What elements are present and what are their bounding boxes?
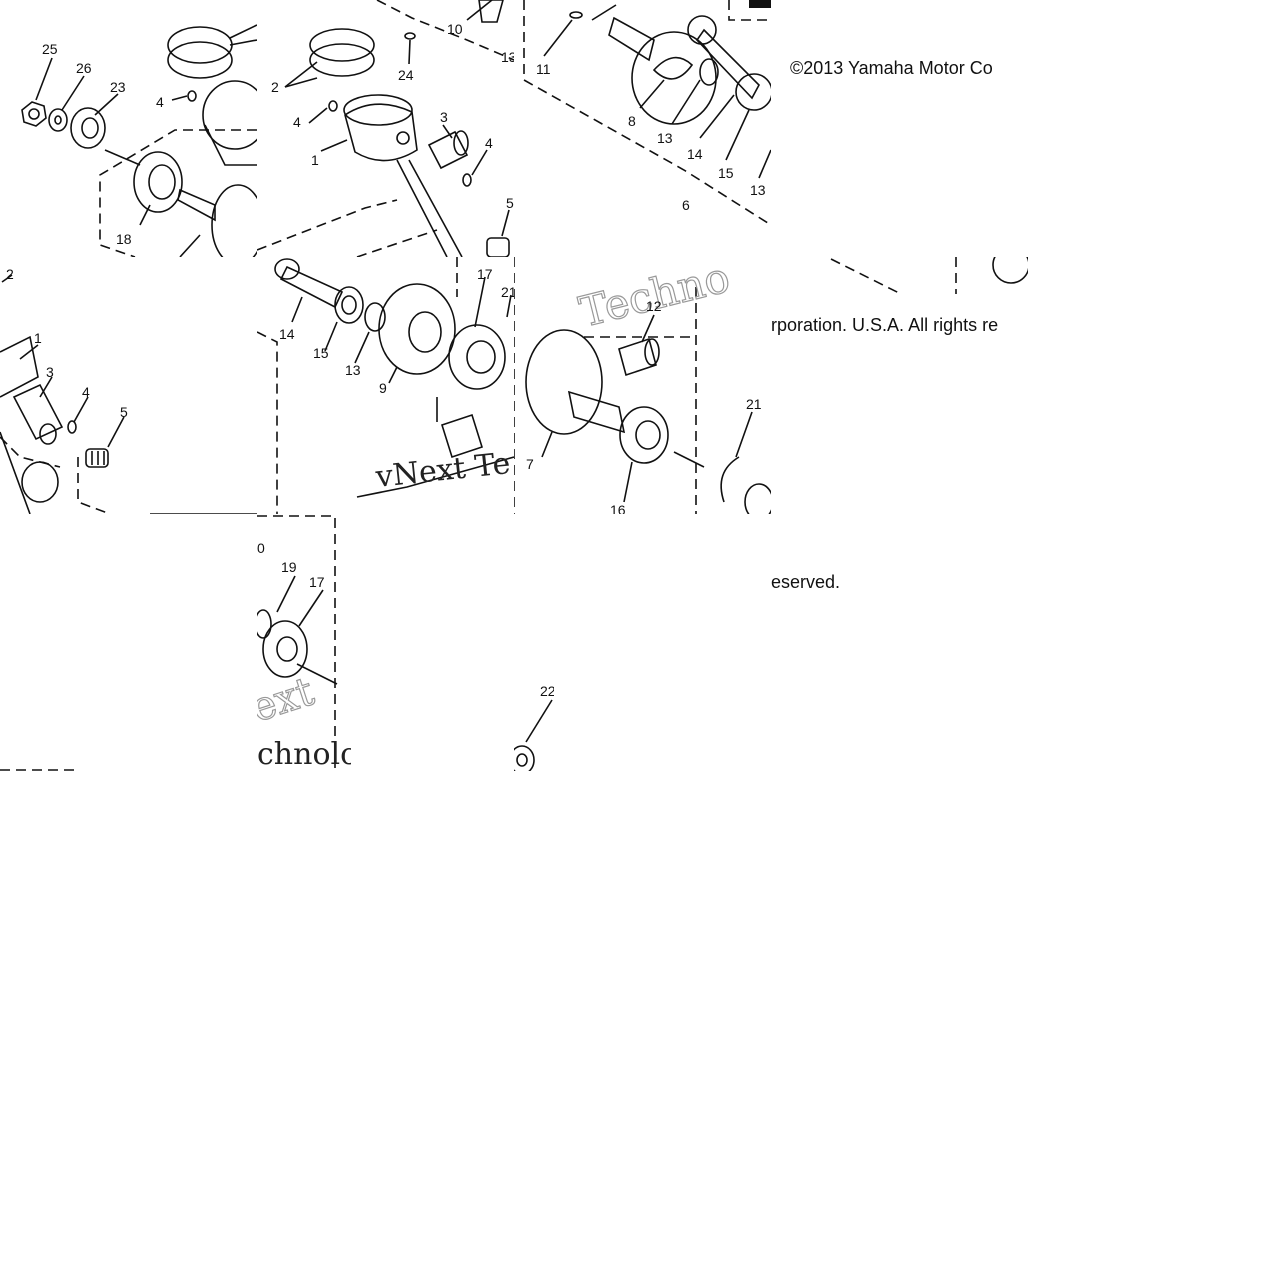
dashed-edge [0,769,80,771]
tile-bottom-left: ext chnolo 0 19 17 [257,514,351,771]
svg-text:15: 15 [313,345,329,361]
svg-text:4: 4 [156,94,164,110]
svg-text:0: 0 [257,540,265,556]
svg-text:26: 26 [76,60,92,76]
needle-bearing-icon [334,286,364,324]
tile-middle-right: Techno 12 7 16 21 [514,257,771,514]
svg-text:2: 2 [6,266,14,282]
circlip-icon [720,456,740,503]
copyright-line-1: ©2013 Yamaha Motor Co [790,58,993,78]
copyright-line-2: rporation. U.S.A. All rights re [771,315,999,335]
svg-text:3: 3 [440,109,448,125]
bearing-icon [133,151,183,213]
svg-text:22: 22 [540,683,554,699]
svg-text:1: 1 [311,152,319,168]
tile-top-right-drawing: 11 8 13 14 15 13 6 [523,0,771,226]
tile-part-22: 22 [514,680,554,771]
svg-text:6: 6 [682,197,690,213]
watermark-text-2: vNext Te [373,446,512,495]
svg-text:12: 12 [646,298,662,314]
tile-center-drawing: vNext Te 14 15 13 9 17 21 [257,257,514,514]
piston-pin-icon [427,130,469,170]
svg-text:19: 19 [281,559,297,575]
connecting-rod-icon [274,258,344,309]
svg-text:4: 4 [485,135,493,151]
svg-text:13: 13 [657,130,673,146]
svg-text:4: 4 [293,114,301,130]
tile-right-strip [771,257,1028,294]
svg-text:13: 13 [750,182,766,198]
piston-pin-icon [12,383,64,445]
svg-text:13: 13 [345,362,361,378]
tile-middle-left-drawing: 2 1 3 4 5 [0,266,257,514]
svg-text:17: 17 [477,266,493,282]
svg-text:4: 4 [82,384,90,400]
svg-text:15: 15 [718,165,734,181]
tile-right-strip-drawing [830,257,1028,294]
nut-icon [21,101,47,127]
tile-top-middle-drawing: 2 24 10 4 1 3 4 5 13 [257,0,514,257]
copyright-line-3: eserved. [771,572,841,592]
tile-center: vNext Te 14 15 13 9 17 21 [257,257,514,514]
crank-pin-icon [618,337,660,377]
tile-bottom-left-drawing: ext chnolo 0 19 17 [257,515,351,771]
crank-web-icon [525,329,626,435]
oil-seal-icon [70,107,106,149]
svg-text:10: 10 [447,21,463,37]
svg-text:23: 23 [110,79,126,95]
watermark-text-3: ext [257,669,319,732]
svg-text:11: 11 [536,61,551,77]
piston-icon [202,80,257,166]
svg-text:7: 7 [526,456,534,472]
crank-web-icon [608,16,717,125]
tile-top-middle: 2 24 10 4 1 3 4 5 13 [257,0,514,257]
svg-text:14: 14 [279,326,295,342]
svg-text:5: 5 [120,404,128,420]
svg-text:21: 21 [746,396,762,412]
spacer-icon [514,745,535,771]
bearing-icon [448,324,506,390]
tile-top-right: 11 8 13 14 15 13 6 [514,0,771,257]
crank-web-icon [378,283,456,375]
needle-cage-icon [85,448,109,468]
watermark-text-4: chnolo [257,737,351,771]
piston-icon [343,94,418,162]
svg-text:1: 1 [34,330,42,346]
svg-text:25: 25 [42,41,58,57]
pin-icon [441,413,483,459]
svg-text:8: 8 [628,113,636,129]
svg-text:2: 2 [271,79,279,95]
svg-text:3: 3 [46,364,54,380]
connecting-rod-icon [687,15,771,111]
svg-text:18: 18 [116,231,132,247]
svg-text:24: 24 [398,67,414,83]
svg-text:17: 17 [309,574,325,590]
svg-text:13: 13 [501,49,514,65]
svg-text:14: 14 [687,146,703,162]
washer-icon [48,108,68,132]
piston-ring-icon [167,26,233,79]
tile-top-left-drawing: 25 26 23 4 18 [21,24,257,257]
svg-text:21: 21 [501,284,514,300]
svg-text:16: 16 [610,502,626,514]
svg-text:9: 9 [379,380,387,396]
tile-top-left: 25 26 23 4 18 [0,0,257,257]
tile-part-22-drawing: 22 [514,683,554,771]
svg-text:5: 5 [506,195,514,211]
tile-middle-right-drawing: Techno 12 7 16 21 [514,257,771,514]
watermark-text-1: Techno [575,257,735,337]
piston-ring-icon [309,28,375,77]
bearing-icon [262,620,308,678]
tile-middle-left: 2 1 3 4 5 [0,257,257,514]
bearing-icon [619,406,669,464]
